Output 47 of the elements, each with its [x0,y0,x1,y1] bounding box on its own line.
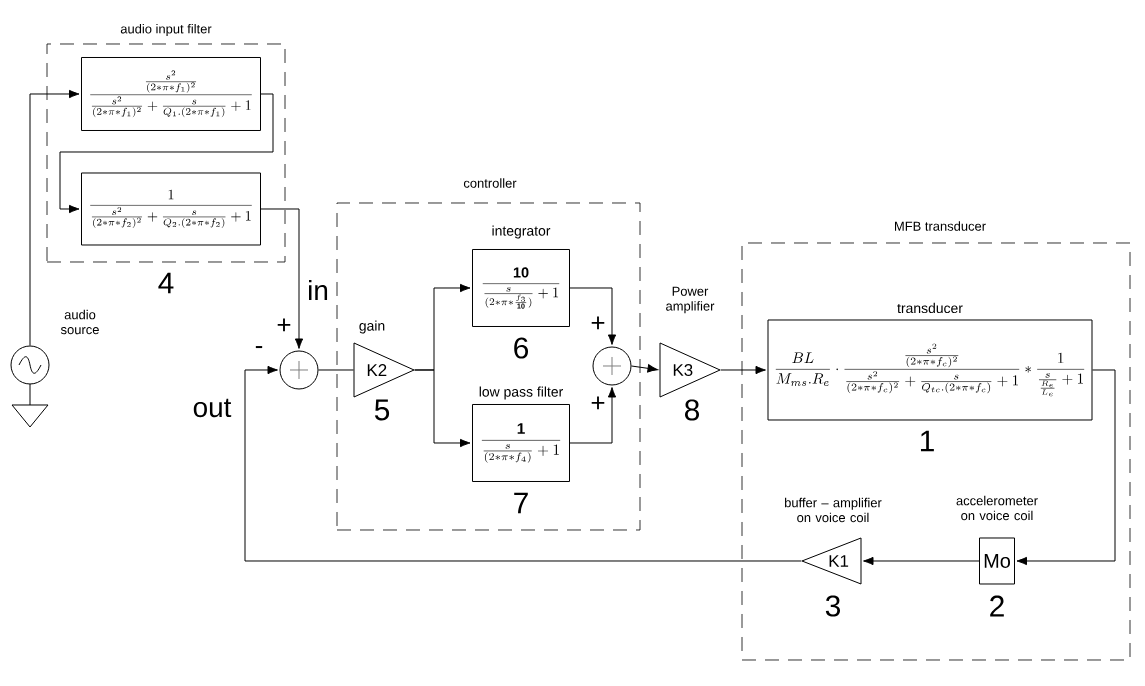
summing-junction [592,346,632,386]
block-heading: integrator [492,225,551,239]
block-caption: buffer – amplifier on voice coil [785,497,882,523]
group-title: audio input filter [120,23,212,37]
arrow [1016,369,1116,566]
block-heading: low pass filter [479,386,563,400]
sign-label: + [591,396,605,410]
transfer-function-box: $\frac{\mathbf{10}}{\frac{s}{(2*\pi*\frac{f_3}{\mathbf{10}})}+1}$ [472,249,570,327]
transfer-function-box: $\frac{\frac{s^2}{(2*\pi*f_1)^2}}{\frac{s^2}{(2*\pi*f_1)^2}+\frac{s}{Q_1.(2*\pi*f_1)}+1}$ [81,57,261,131]
block-number: 7 [514,492,528,514]
block-caption: Power amplifier [666,286,715,314]
block-number: 2 [990,595,1004,617]
block-caption: accelerometer on voice coil [956,495,1038,521]
arrow [569,287,617,345]
block-number: 6 [514,337,528,359]
arrow [260,208,304,349]
block-caption: gain [359,320,385,334]
arrow [414,369,471,448]
block-heading: transducer [897,302,963,314]
arrow [569,387,617,444]
group-title: MFB transducer [895,221,986,231]
arrow [244,365,802,562]
arrow [29,89,80,346]
transfer-function-box: $\frac{\mathbf{1}}{\frac{s}{(2*\pi*f_4)}+1}$ [472,404,570,482]
arrow [720,365,766,375]
block-number: 5 [374,399,390,421]
group-title: controller [463,178,517,188]
sign-label: + [277,318,291,332]
sign-label: - [255,346,263,349]
arrow [863,556,980,566]
sign-label: + [591,316,605,330]
summing-junction [279,350,319,390]
block-number: 1 [920,430,934,452]
block-number: 4 [158,272,174,294]
amplifier-triangle: K2 [353,342,415,398]
amplifier-triangle: K1 [801,537,862,585]
sensor-box: Mo [979,537,1015,585]
amplifier-triangle: K3 [659,342,721,398]
arrow [631,364,658,373]
signal-label: out [193,398,232,418]
arrow [59,93,274,214]
block-caption: audio source [60,309,99,335]
transfer-function-box: $\frac{1}{\frac{s^2}{(2*\pi*f_2)^2}+\frac{s}{Q_2.(2*\pi*f_2)}+1}$ [81,172,261,246]
signal-label: in [309,279,328,301]
transfer-function-box: $\frac{BL}{M_{ms}.R_e}\cdot\frac{\frac{s^2}{(2*\pi*f_c)^2}}{\frac{s^2}{(2*\pi*f_c)^2}+\frac{s}{Q_{tc}.(2*\pi*f_c)}+1}*\frac{1}{\frac{s}{\frac{R_e}{L_e}}+1}$ [767,319,1093,421]
block-number: 3 [825,595,840,617]
block-number: 8 [685,399,699,421]
